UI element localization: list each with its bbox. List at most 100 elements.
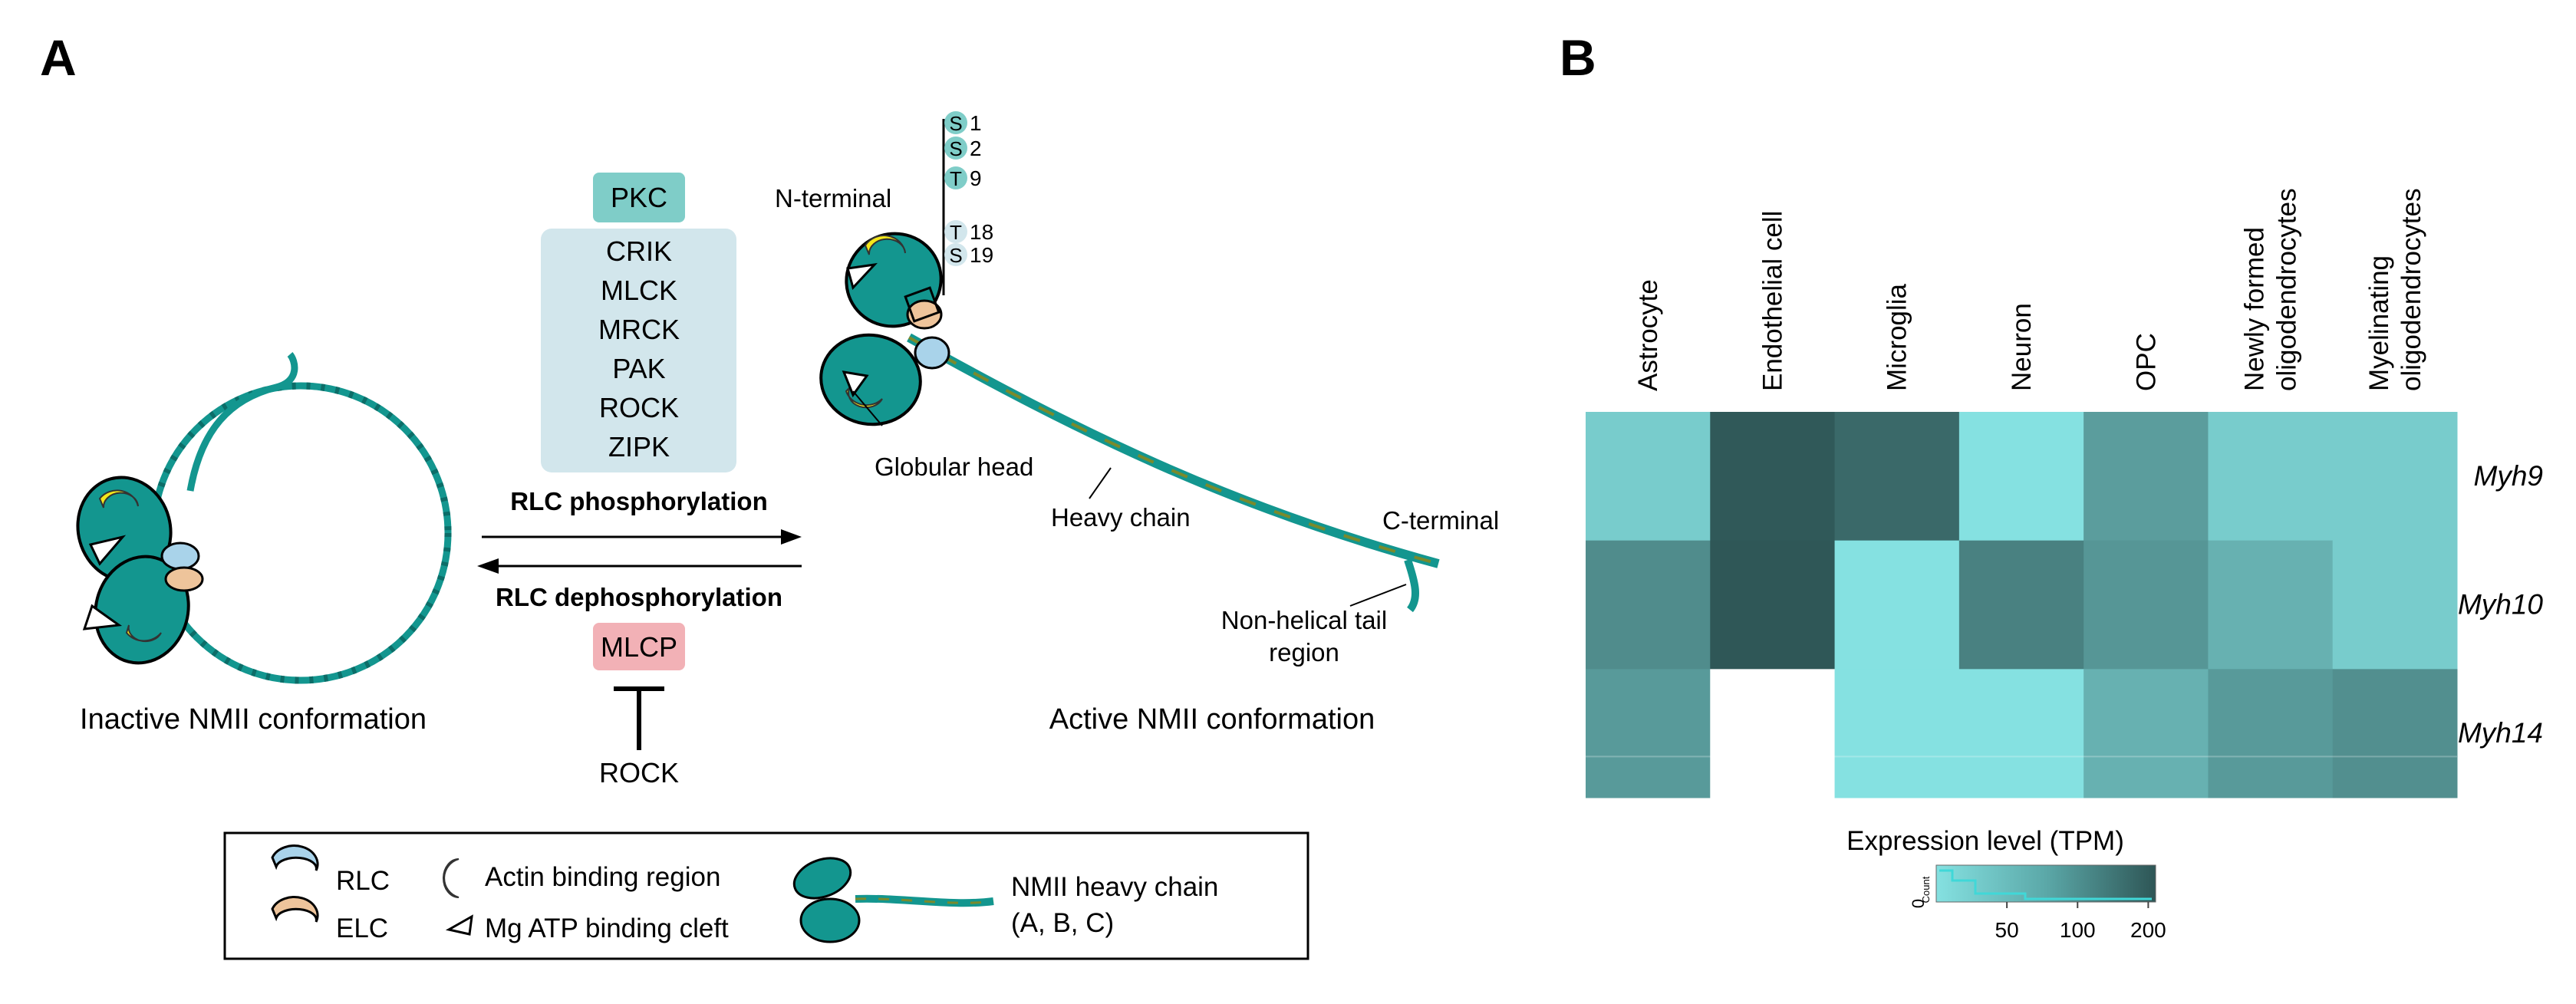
heatmap	[1586, 412, 2458, 798]
forward-arrowhead	[781, 529, 802, 545]
heavy-chain-legend-icon	[792, 857, 994, 943]
row-label: Myh10	[2458, 589, 2543, 621]
column-label-line: Newly formed	[2240, 227, 2270, 391]
globular-head-leader	[852, 390, 883, 426]
heatmap-cell	[2208, 412, 2334, 542]
column-label-line: oligodendrocytes	[2396, 188, 2426, 391]
column-label-line: OPC	[2131, 333, 2161, 391]
heatmap-cell	[1586, 669, 1711, 798]
residue-number: 2	[970, 137, 982, 160]
color-key-count-label: Count	[1920, 876, 1932, 903]
heatmap-cell	[1834, 412, 1960, 542]
kinase-mlck: MLCK	[601, 275, 677, 306]
heatmap-cell	[2208, 669, 2334, 798]
heatmap-cell	[1710, 412, 1836, 542]
heatmap-cell	[2084, 669, 2209, 798]
panel-b: B Astrocyte Endothelial cell Microglia Neur…	[1560, 29, 2543, 942]
active-atp-icon	[846, 262, 878, 290]
active-actin-icon	[864, 235, 906, 255]
color-key-histogram	[1939, 869, 2152, 900]
inactive-rlc-icon	[160, 542, 200, 571]
residue-marker	[944, 243, 967, 266]
tail-label-line2: region	[1269, 638, 1339, 667]
panel-b-letter: B	[1560, 29, 1596, 86]
heatmap-cell	[2084, 412, 2209, 542]
heatmap-cell	[2084, 540, 2209, 670]
tail-label-line1: Non-helical tail	[1221, 606, 1387, 634]
residue-letter: T	[950, 221, 962, 244]
color-key-tick-label: 50	[1995, 918, 2019, 942]
atp-legend-icon	[445, 914, 473, 936]
heavy-chain-leader	[1089, 467, 1112, 499]
color-key-zero-label: 0	[1909, 899, 1928, 908]
residue-marker	[944, 137, 967, 160]
inactive-actin-icon	[98, 489, 139, 509]
reverse-reaction-label: RLC dephosphorylation	[496, 583, 782, 611]
residue-number: 1	[970, 111, 982, 135]
residue-number: 9	[970, 166, 982, 190]
heavy-chain-label: Heavy chain	[1051, 503, 1191, 532]
row-label: Myh14	[2458, 717, 2543, 749]
column-label-line: Astrocyte	[1633, 279, 1663, 391]
kinase-box	[541, 229, 736, 472]
mlcp-box	[593, 623, 685, 670]
color-key-tick-label: 100	[2060, 918, 2096, 942]
legend-heavy-line2: (A, B, C)	[1011, 908, 1114, 938]
residue-letter: S	[949, 137, 962, 160]
kinase-list: CRIK MLCK MRCK PAK ROCK ZIPK	[598, 235, 680, 462]
kinase-zipk: ZIPK	[608, 431, 670, 462]
column-label: Neuron	[2007, 303, 2037, 391]
kinase-crik: CRIK	[606, 235, 672, 267]
inactive-head-bottom-icon	[94, 555, 190, 665]
heatmap-cell	[1710, 669, 1836, 798]
inactive-tail-icon	[186, 352, 298, 492]
inactive-atp-icon-2	[82, 604, 123, 630]
residue-letter: S	[949, 244, 962, 267]
heatmap-cell	[1834, 669, 1960, 798]
active-tail-icon	[1404, 558, 1419, 613]
inactive-actin-icon-2	[125, 624, 162, 643]
column-label-line: Endothelial cell	[1757, 211, 1787, 391]
legend-heavy-line1: NMII heavy chain	[1011, 872, 1218, 902]
residue-marker	[944, 220, 967, 243]
zoom-box	[904, 286, 940, 323]
mlcp-label: MLCP	[601, 631, 677, 663]
legend-atp-label: Mg ATP binding cleft	[485, 913, 729, 943]
inhibitor-label: ROCK	[599, 757, 679, 788]
heatmap-cell	[1958, 669, 2084, 798]
n-terminal-label: N-terminal	[775, 184, 891, 212]
color-key: Count 0	[1909, 864, 2156, 908]
column-label: Endothelial cell	[1757, 211, 1787, 391]
active-atp-icon-2	[842, 370, 869, 398]
column-label-line: Microglia	[1883, 283, 1912, 391]
residue-letter: S	[949, 112, 962, 135]
column-label-line: Myelinating	[2364, 255, 2394, 391]
residue-marker	[944, 111, 967, 134]
pkc-label: PKC	[611, 182, 667, 213]
column-label-line: oligodendrocytes	[2272, 188, 2302, 391]
residue-number: 19	[970, 243, 993, 267]
active-nmii-icon	[819, 119, 1440, 613]
kinase-pak: PAK	[612, 353, 665, 384]
residue-letter: T	[950, 167, 962, 190]
active-coil-icon	[908, 336, 1439, 565]
column-label-line: Neuron	[2007, 303, 2037, 391]
heatmap-cell	[1958, 540, 2084, 670]
row-label: Myh9	[2474, 460, 2543, 492]
heatmap-cell	[1958, 412, 2084, 542]
residue-marker	[944, 166, 967, 189]
active-actin-icon-2	[845, 387, 883, 409]
kinase-rock: ROCK	[599, 392, 679, 423]
active-head-bottom-icon	[819, 333, 922, 426]
kinase-mrck: MRCK	[598, 314, 680, 345]
residue-number: 18	[970, 220, 993, 244]
c-terminal-label: C-terminal	[1382, 506, 1499, 535]
legend-box: RLC ELC Actin binding region Mg ATP bind…	[223, 831, 1309, 960]
inactive-nmii-icon	[76, 352, 452, 684]
inactive-label: Inactive NMII conformation	[80, 703, 427, 736]
forward-reaction-label: RLC phosphorylation	[510, 487, 767, 515]
heatmap-column-labels: Astrocyte Endothelial cell Microglia Neuron…	[1633, 188, 2426, 391]
color-key-bar	[1935, 864, 2156, 903]
